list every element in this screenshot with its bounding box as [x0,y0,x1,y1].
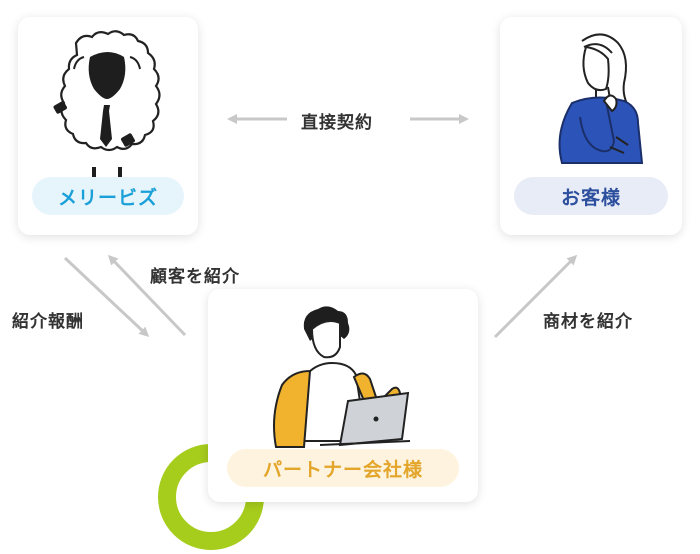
introduce-customer-label: 顧客を紹介 [150,267,240,287]
sheep-mascot-icon [53,30,161,185]
introduce-product-arrow [493,254,578,339]
businesswoman-icon [558,33,644,164]
introduce-customer-arrow [107,254,187,337]
customer-pill: お客様 [514,177,668,215]
merry-biz-card: メリービズ [18,17,198,235]
businessman-laptop-icon [273,306,411,448]
direct-contract-label: 直接契約 [301,113,373,133]
customer-card: お客様 [500,17,682,235]
partner-card: パートナー会社様 [208,289,478,502]
referral-fee-arrow [63,256,150,338]
introduce-product-label: 商材を紹介 [543,312,633,332]
merry-biz-pill: メリービズ [32,177,184,215]
referral-fee-label: 紹介報酬 [12,312,84,332]
partner-pill: パートナー会社様 [227,449,459,487]
